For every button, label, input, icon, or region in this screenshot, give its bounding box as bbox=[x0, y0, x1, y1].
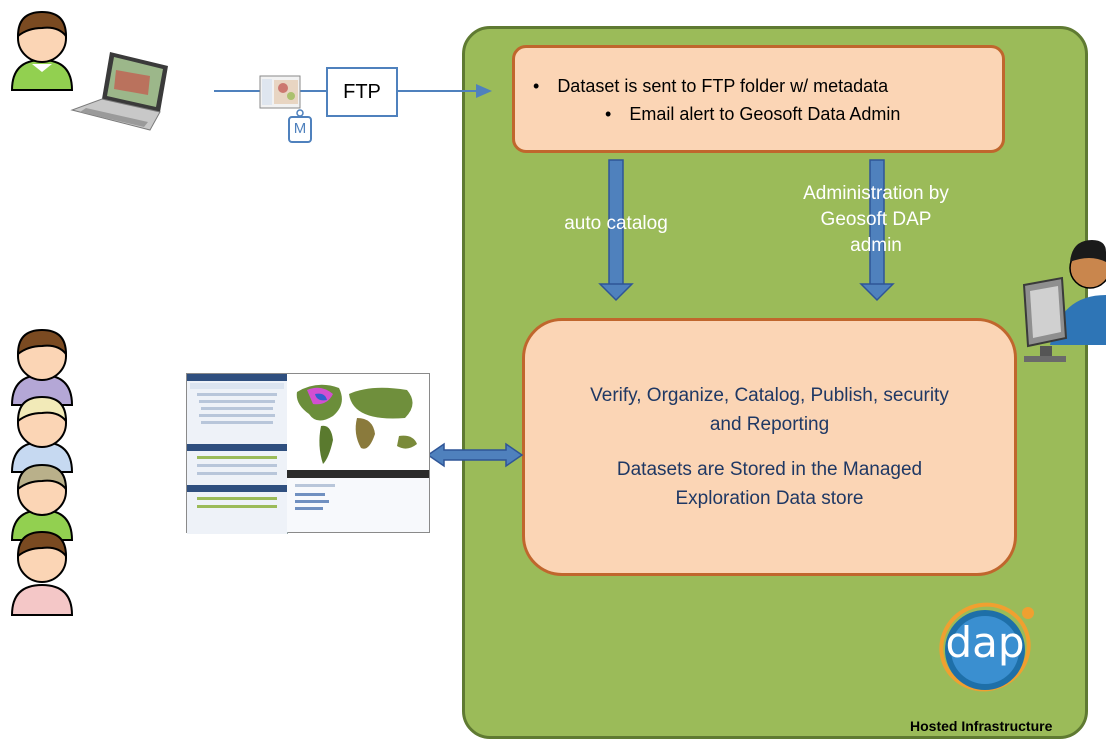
admin-at-computer-icon bbox=[1022, 240, 1106, 362]
map-file-icon bbox=[259, 75, 301, 109]
world-map-icon bbox=[287, 374, 429, 470]
ftp-notification-box: Dataset is sent to FTP folder w/ metadat… bbox=[512, 45, 1005, 153]
dap-logo-icon bbox=[939, 602, 1034, 692]
dap-logo-text: dap bbox=[945, 618, 1025, 667]
metadata-tag-label: M bbox=[293, 120, 307, 137]
main-box-line-1: Verify, Organize, Catalog, Publish, secu… bbox=[590, 385, 949, 406]
main-box-line-3: Datasets are Stored in the Managed bbox=[616, 459, 923, 480]
admin-label-line-3: admin bbox=[850, 235, 902, 256]
main-box-line-2: and Reporting bbox=[709, 414, 830, 435]
user-icon-pink bbox=[10, 530, 74, 616]
laptop-icon bbox=[70, 52, 168, 131]
metadata-tag-icon bbox=[288, 109, 312, 143]
user-icon-blue bbox=[10, 395, 74, 473]
user-icon-green bbox=[10, 463, 74, 541]
user-icon-purple bbox=[10, 328, 74, 406]
auto-catalog-label: auto catalog bbox=[564, 213, 668, 234]
admin-label: Administration by Geosoft DAP admin bbox=[776, 183, 976, 257]
hosted-infrastructure-label: Hosted Infrastructure bbox=[910, 718, 1053, 734]
bullet-dataset-sent: Dataset is sent to FTP folder w/ metadat… bbox=[533, 76, 888, 97]
main-box-line-4: Exploration Data store bbox=[675, 488, 864, 509]
viewer-metadata-pane bbox=[287, 478, 429, 532]
admin-label-line-1: Administration by bbox=[803, 183, 949, 204]
admin-arrow bbox=[859, 159, 895, 302]
bullet-email-alert: Email alert to Geosoft Data Admin bbox=[605, 104, 900, 125]
admin-label-line-2: Geosoft DAP bbox=[820, 209, 932, 230]
ftp-arrowhead bbox=[476, 84, 492, 98]
auto-catalog-arrow bbox=[598, 159, 634, 302]
map-viewer-screenshot bbox=[186, 373, 430, 534]
viewer-left-pane bbox=[187, 374, 288, 534]
viewer-toolbar bbox=[287, 470, 429, 478]
user-icon-top bbox=[10, 10, 74, 91]
managed-data-store-box: Verify, Organize, Catalog, Publish, secu… bbox=[522, 318, 1017, 576]
ftp-box: FTP bbox=[326, 67, 398, 117]
bidirectional-arrow bbox=[426, 442, 524, 468]
